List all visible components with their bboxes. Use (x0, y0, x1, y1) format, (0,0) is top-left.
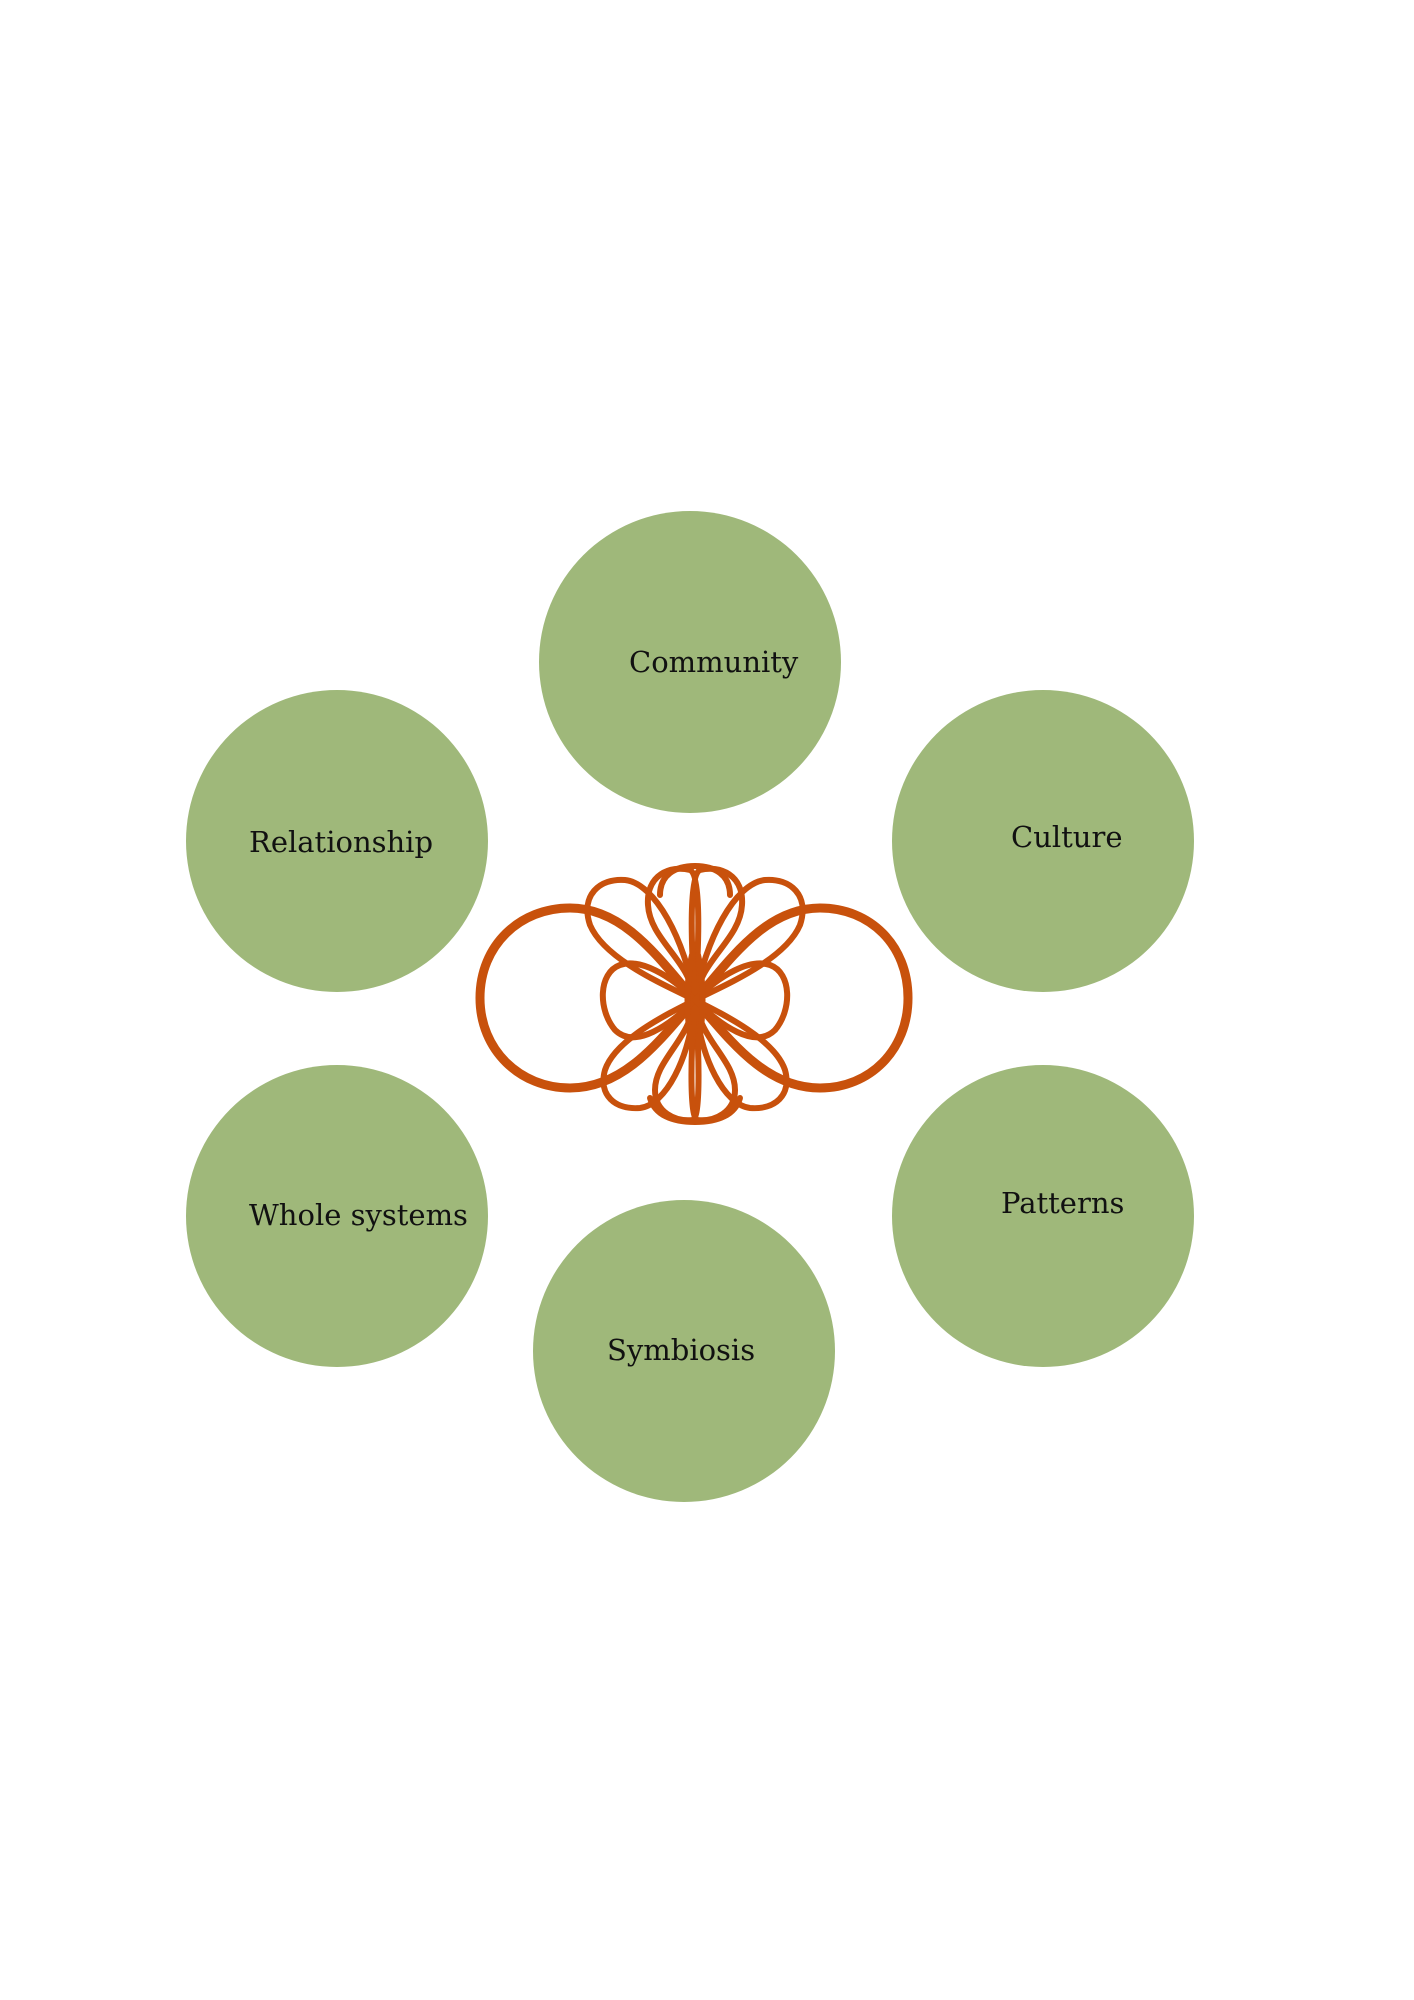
node-circle-symbiosis (533, 1200, 835, 1502)
emblem-side-right-small-loop (692, 960, 791, 1041)
node-label-relationship: Relationship (249, 825, 434, 859)
emblem-petal-bottom-left (600, 997, 698, 1112)
node-circle-culture (892, 690, 1194, 992)
emblem-petal-top-center-right (688, 865, 746, 1003)
emblem-outer-left-loop (475, 903, 700, 1093)
node-circle-whole-systems (186, 1065, 488, 1367)
emblem-side-left-small-loop (599, 960, 698, 1041)
emblem-petal-top-center-left (644, 865, 702, 1003)
emblem-petal-bottom-cap (647, 1095, 743, 1125)
emblem-outer-right-loop (690, 903, 913, 1093)
node-label-whole-systems: Whole systems (249, 1198, 468, 1232)
node-label-culture: Culture (1011, 820, 1123, 854)
node-circle-relationship (186, 690, 488, 992)
emblem-center-stem (684, 952, 706, 1048)
node-label-symbiosis: Symbiosis (607, 1333, 756, 1367)
node-circle-patterns (892, 1065, 1194, 1367)
emblem-petal-bottom-right (692, 997, 790, 1112)
node-label-patterns: Patterns (1001, 1186, 1125, 1220)
node-circle-community (539, 511, 841, 813)
node-label-community: Community (629, 645, 799, 679)
emblem-petal-top-left (584, 876, 698, 1003)
emblem-petal-top-right (692, 876, 806, 1003)
knot-flower-icon (475, 863, 913, 1125)
emblem-petal-top-cap (657, 863, 733, 898)
